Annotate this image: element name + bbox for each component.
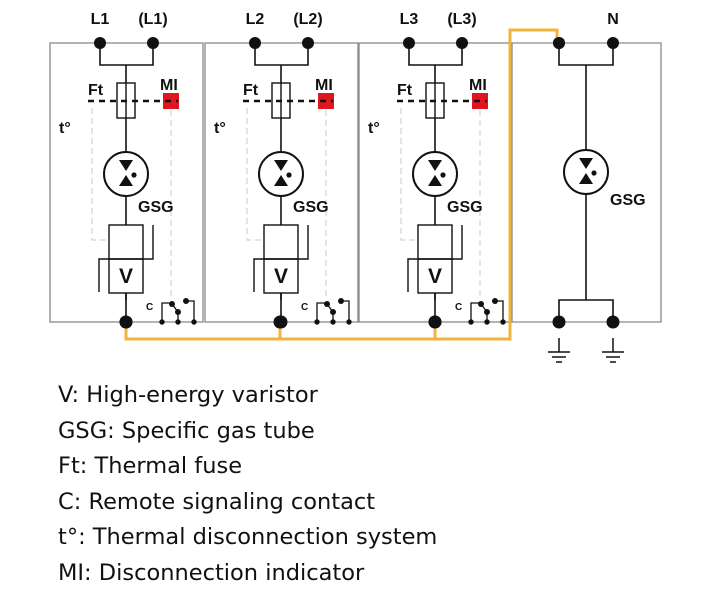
gas-tube-arrow-down (428, 160, 442, 171)
gas-tube-arrow-up (274, 175, 288, 186)
gas-tube-arrow-down (274, 160, 288, 171)
legend-item-disconnection-indicator: MI: Disconnection indicator (58, 559, 365, 586)
contact-pin (500, 319, 506, 325)
legend: V: High-energy varistor GSG: Specific ga… (58, 378, 437, 591)
gas-tube-dot (131, 172, 137, 178)
gas-tube-outline (412, 151, 458, 197)
terminal-label-alt: (L3) (447, 11, 476, 28)
gas-tube-dot (286, 172, 292, 178)
protection-module-3: L3 (L3) Ft MI t° GSG V C (358, 11, 513, 329)
gas-tube-outline (563, 149, 609, 195)
thermal-label: t° (59, 120, 71, 137)
ground-bridge-wire (558, 299, 614, 322)
contact-wire-1 (316, 302, 326, 322)
varistor-label: V (274, 265, 288, 288)
indicator-label: MI (315, 77, 333, 94)
gas-tube-icon (103, 151, 149, 197)
fuse-label: Ft (243, 82, 259, 99)
contact-pin (484, 319, 490, 325)
contact-label: C (301, 302, 308, 313)
indicator-label: MI (469, 77, 487, 94)
varistor-label: V (428, 265, 442, 288)
remote-contact-icon: C (455, 298, 506, 325)
neutral-panel (507, 42, 662, 323)
gas-tube-arrow-down (119, 160, 133, 171)
bus-input-terminal-dot (553, 37, 565, 49)
fuse-label: Ft (88, 82, 104, 99)
terminal-label: L2 (246, 11, 265, 28)
legend-item-remote-contact: C: Remote signaling contact (58, 488, 376, 515)
bus-terminal-dot (428, 315, 442, 329)
gas-tube-icon (258, 151, 304, 197)
legend-item-varistor: V: High-energy varistor (58, 382, 318, 408)
remote-contact-icon: C (301, 298, 352, 325)
thermal-label: t° (214, 120, 226, 137)
ground-terminal-dot (552, 315, 566, 329)
contact-pin (191, 319, 197, 325)
thermal-label: t° (368, 120, 380, 137)
terminal-label-alt: (L2) (293, 11, 322, 28)
protection-module-2: L2 (L2) Ft MI t° GSG V C (204, 11, 359, 329)
gas-tube-label: GSG (138, 199, 174, 216)
remote-contact-icon: C (146, 298, 197, 325)
gas-tube-outline (258, 151, 304, 197)
thermal-guide (246, 108, 262, 241)
gas-tube-label: GSG (447, 199, 483, 216)
varistor-slash (98, 225, 154, 292)
contact-pin (314, 319, 320, 325)
thermal-guide (91, 108, 107, 241)
contact-wire-1 (161, 302, 171, 322)
gas-tube-outline (103, 151, 149, 197)
contact-label: C (455, 302, 462, 313)
contact-wire-3 (186, 300, 195, 322)
contact-pin (159, 319, 165, 325)
common-bus-wire (124, 28, 559, 341)
gas-tube-arrow-up (579, 173, 593, 184)
contact-pin (175, 319, 181, 325)
spd-wiring-diagram: L1 (L1) Ft MI t° GSG V C L2 (L2) Ft MI t° GSG V C L3 (L3)… (49, 11, 662, 363)
bus-terminal-dot (119, 315, 133, 329)
protection-module-1: L1 (L1) Ft MI t° GSG V C (49, 11, 204, 329)
ground-icon (602, 338, 624, 363)
indicator-label: MI (160, 77, 178, 94)
terminal-bridge-wire (254, 43, 309, 66)
varistor-slash (407, 225, 463, 292)
terminal-bridge-wire (408, 43, 463, 66)
contact-pin (330, 319, 336, 325)
neutral-module: N GSG (507, 11, 662, 363)
contact-wire-3 (495, 300, 504, 322)
gas-tube-arrow-up (119, 175, 133, 186)
contact-wire-1 (470, 302, 480, 322)
gas-tube-arrow-down (579, 158, 593, 169)
thermal-guide (400, 108, 416, 241)
neutral-bridge-wire (558, 43, 614, 66)
contact-label: C (146, 302, 153, 313)
neutral-terminal-label: N (607, 11, 619, 28)
legend-item-thermal-disconnection: t°: Thermal disconnection system (58, 524, 438, 550)
gas-tube-dot (440, 172, 446, 178)
contact-pin (468, 319, 474, 325)
terminal-label-alt: (L1) (138, 11, 167, 28)
gas-tube-icon (412, 151, 458, 197)
gas-tube-dot (591, 170, 597, 176)
ground-terminal-dot (606, 315, 620, 329)
terminal-label: L1 (91, 11, 110, 28)
bus-terminal-dot (273, 315, 287, 329)
gas-tube-icon (563, 149, 609, 195)
legend-item-thermal-fuse: Ft: Thermal fuse (58, 453, 243, 479)
contact-wire-3 (341, 300, 350, 322)
terminal-label: L3 (400, 11, 419, 28)
gas-tube-arrow-up (428, 175, 442, 186)
terminal-bridge-wire (99, 43, 154, 66)
neutral-gas-tube-label: GSG (610, 192, 646, 209)
fuse-label: Ft (397, 82, 413, 99)
contact-pin (346, 319, 352, 325)
gas-tube-label: GSG (293, 199, 329, 216)
varistor-label: V (119, 265, 133, 288)
legend-item-gas-tube: GSG: Specific gas tube (58, 417, 315, 444)
varistor-slash (253, 225, 309, 292)
ground-icon (548, 338, 570, 363)
